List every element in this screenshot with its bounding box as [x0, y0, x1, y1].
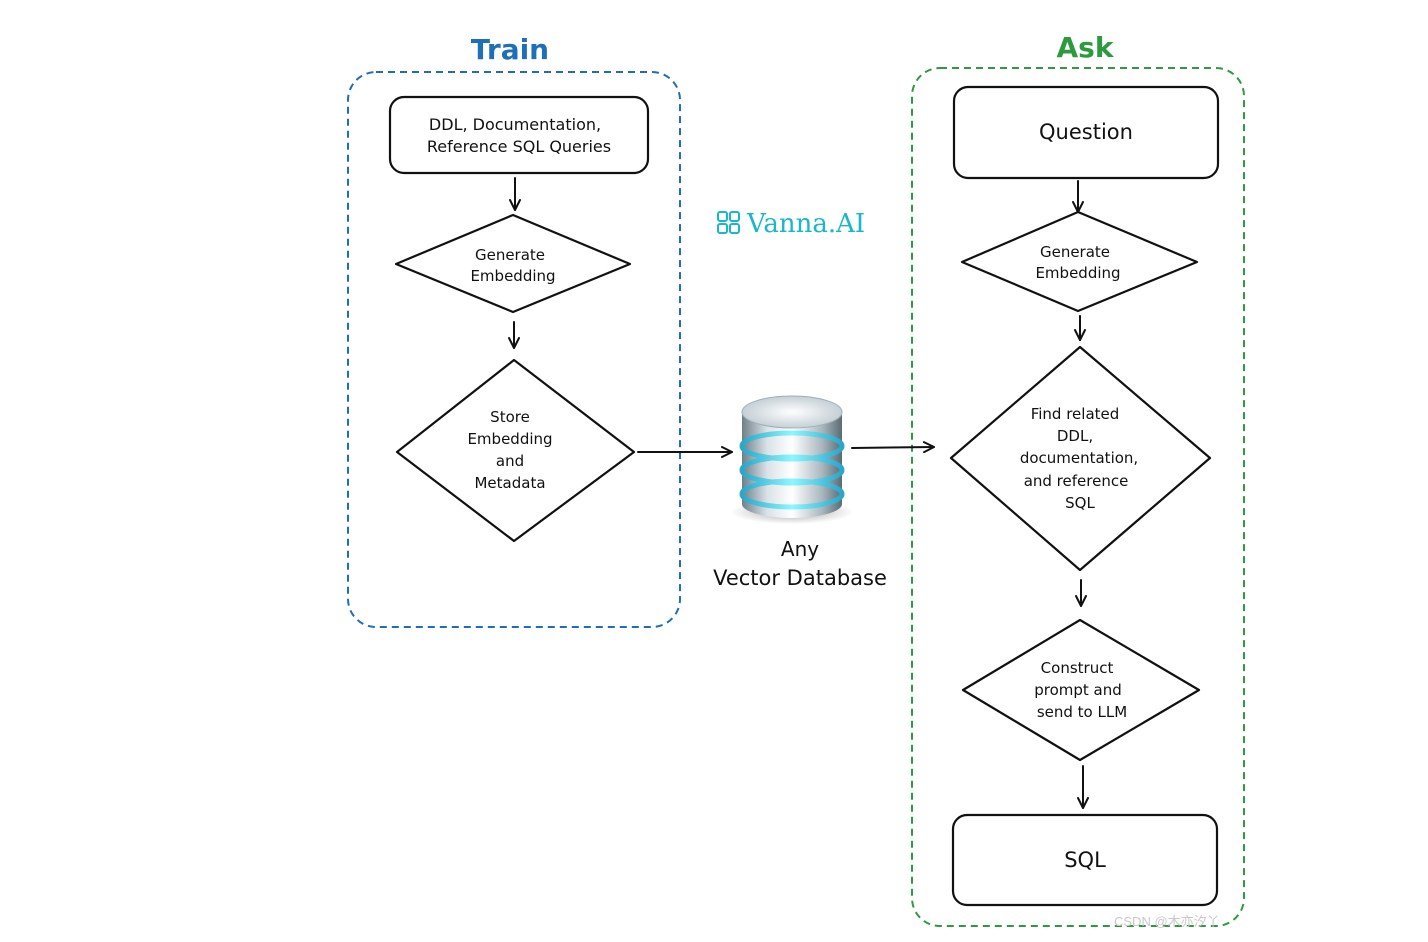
ask-construct-label-2: prompt and — [1034, 681, 1122, 699]
watermark: CSDN @木亦汐丫 — [1114, 914, 1220, 929]
ask-question-label: Question — [1039, 120, 1133, 144]
train-store-label-2: Embedding — [467, 430, 552, 448]
ask-construct-label-3: send to LLM — [1037, 703, 1127, 721]
train-group-frame — [347, 71, 681, 628]
ask-sql-label: SQL — [1064, 848, 1106, 872]
train-store-label-3: and — [496, 452, 524, 470]
db-to-ask-arrow — [851, 441, 935, 454]
ask-group-frame — [911, 67, 1245, 927]
ask-title: Ask — [1057, 31, 1115, 64]
train-store-diamond — [395, 358, 636, 543]
database-label-1: Any — [781, 537, 819, 561]
train-store-label-1: Store — [490, 408, 530, 426]
train-embed-label-1: Generate — [475, 246, 545, 264]
brand-name: Vanna.AI — [746, 209, 865, 239]
ask-construct-diamond — [961, 618, 1201, 762]
ask-find-label-5: SQL — [1065, 494, 1095, 512]
train-source-box — [388, 95, 650, 175]
ask-find-label-2: DDL, — [1057, 427, 1093, 445]
ask-construct-label-1: Construct — [1041, 659, 1114, 677]
ask-find-diamond — [949, 345, 1212, 572]
database-label-2: Vector Database — [713, 566, 887, 590]
ask-question-box — [952, 85, 1220, 180]
train-title: Train — [471, 33, 549, 66]
database-icon — [730, 395, 854, 524]
ask-find-label-3: documentation, — [1020, 449, 1138, 467]
train-store-label-4: Metadata — [474, 474, 545, 492]
ask-embed-diamond — [960, 210, 1199, 313]
train-source-label-1: DDL, Documentation, — [429, 115, 601, 134]
vanna-grid-icon — [717, 211, 740, 234]
train-embed-label-2: Embedding — [470, 267, 555, 285]
ask-embed-label-1: Generate — [1040, 243, 1110, 261]
ask-find-label-1: Find related — [1031, 405, 1120, 423]
ask-find-label-4: and reference — [1024, 472, 1129, 490]
train-source-label-2: Reference SQL Queries — [427, 137, 611, 156]
ask-embed-label-2: Embedding — [1035, 264, 1120, 282]
ask-sql-box — [951, 813, 1219, 907]
train-embed-diamond — [394, 213, 632, 314]
